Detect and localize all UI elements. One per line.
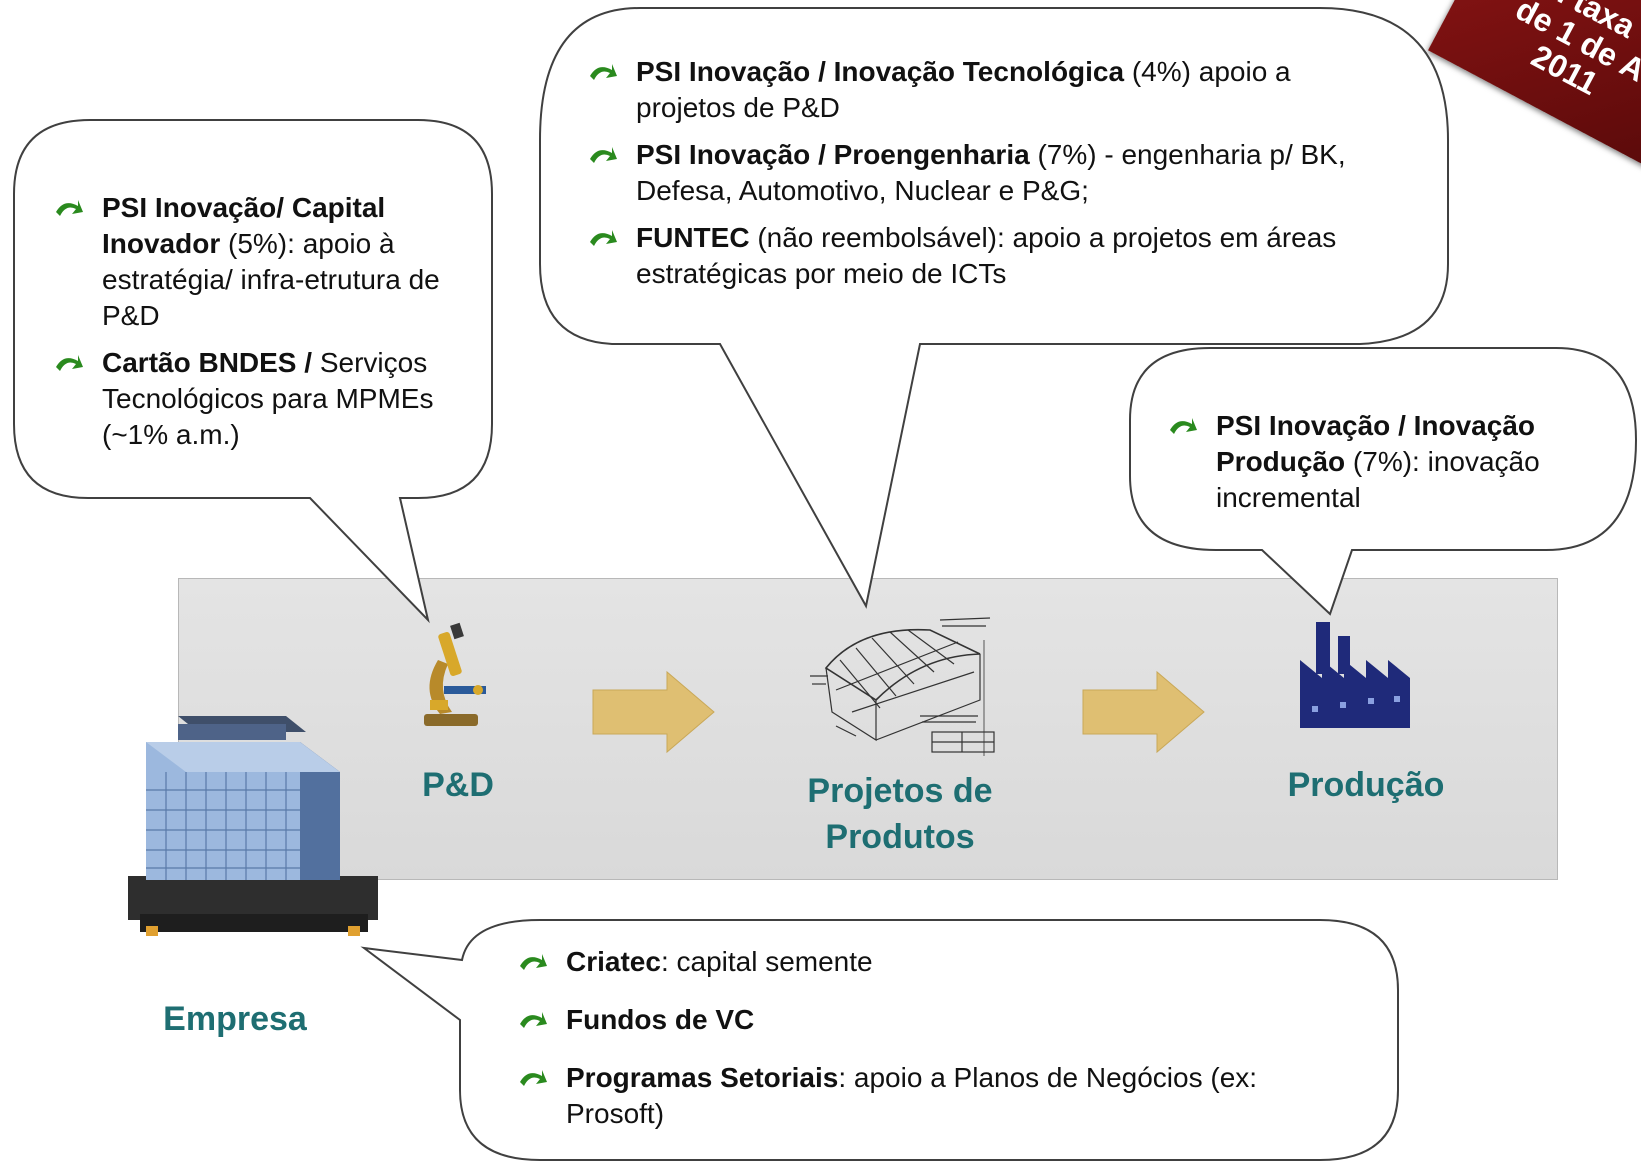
list-item: PSI Inovação / Proengenharia (7%) - enge… <box>588 137 1388 209</box>
item-bold: Criatec <box>566 946 661 977</box>
item-text: (7%) - engenharia p/ BK, Defesa, Automot… <box>636 139 1346 206</box>
bubble-top-left-list: PSI Inovação/ Capital Inovador (5%): apo… <box>54 190 474 464</box>
bubble-top-center-list: PSI Inovação / Inovação Tecnológica (4%)… <box>588 54 1388 303</box>
list-item: PSI Inovação / Inovação Produção (7%): i… <box>1168 408 1598 516</box>
bubble-right-shape <box>1129 347 1638 616</box>
green-arrow-bullet-icon <box>56 200 83 216</box>
green-arrow-bullet-icon <box>56 355 83 371</box>
item-bold: Programas Setoriais <box>566 1062 839 1093</box>
item-bold: PSI Inovação / Inovação Produção <box>1216 410 1536 477</box>
item-text: : apoio a Planos de Negócios (ex: Prosof… <box>566 1062 1258 1129</box>
item-bold: PSI Inovação / Inovação Tecnológica <box>636 56 1125 87</box>
item-text: (4%) apoio a projetos de P&D <box>636 56 1291 123</box>
process-arrow-1 <box>592 670 715 754</box>
office-building-icon <box>128 716 378 936</box>
bubble-right-list: PSI Inovação / Inovação Produção (7%): i… <box>1168 408 1598 527</box>
stage-label-pd: P&D <box>422 766 494 804</box>
bubble-bottom-list: Criatec: capital semente Fundos de VC Pr… <box>518 944 1358 1143</box>
list-item: Programas Setoriais: apoio a Planos de N… <box>518 1060 1358 1132</box>
stage-label-projetos-line-1: Projetos de <box>807 772 993 810</box>
stage-label-producao: Produção <box>1287 766 1445 804</box>
green-arrow-bullet-icon <box>520 1070 547 1086</box>
process-arrow-2 <box>1082 670 1205 754</box>
green-arrow-bullet-icon <box>590 64 617 80</box>
item-bold: PSI Inovação / Proengenharia <box>636 139 1030 170</box>
green-arrow-bullet-icon <box>590 230 617 246</box>
item-bold: Fundos de VC <box>566 1004 755 1035</box>
list-item: Fundos de VC <box>518 1002 1358 1038</box>
list-item: Criatec: capital semente <box>518 944 1358 980</box>
green-arrow-bullet-icon <box>590 147 617 163</box>
green-arrow-bullet-icon <box>520 1012 547 1028</box>
list-item: PSI Inovação / Inovação Tecnológica (4%)… <box>588 54 1388 126</box>
item-text: Serviços Tecnológicos para MPMEs (~1% a.… <box>102 347 434 450</box>
bubble-top-left-shape <box>13 119 493 624</box>
item-text: : capital semente <box>660 946 873 977</box>
item-text: (não reembolsável): apoio a projetos em … <box>636 222 1337 289</box>
green-arrow-bullet-icon <box>1170 418 1197 434</box>
bubble-top-center-shape <box>539 7 1449 609</box>
stage-label-projetos: Projetos de Produtos <box>760 768 1040 860</box>
list-item: FUNTEC (não reembolsável): apoio a proje… <box>588 220 1388 292</box>
stage-label-projetos-line-2: Produtos <box>825 818 975 856</box>
item-bold: Cartão BNDES / <box>102 347 313 378</box>
item-bold: PSI Inovação/ Capital Inovador <box>102 192 386 259</box>
blueprint-sketch-icon <box>810 617 995 756</box>
microscope-icon <box>424 622 486 726</box>
item-bold: FUNTEC <box>636 222 750 253</box>
list-item: Cartão BNDES / Serviços Tecnológicos par… <box>54 345 474 453</box>
bubble-bottom-shape <box>360 919 1399 1161</box>
list-item: PSI Inovação/ Capital Inovador (5%): apo… <box>54 190 474 334</box>
item-text: (7%): inovação incremental <box>1216 446 1540 513</box>
factory-icon <box>1300 622 1410 728</box>
stage-label-empresa: Empresa <box>163 1000 307 1038</box>
item-text: (5%): apoio à estratégia/ infra-etrutura… <box>102 228 440 331</box>
green-arrow-bullet-icon <box>520 954 547 970</box>
